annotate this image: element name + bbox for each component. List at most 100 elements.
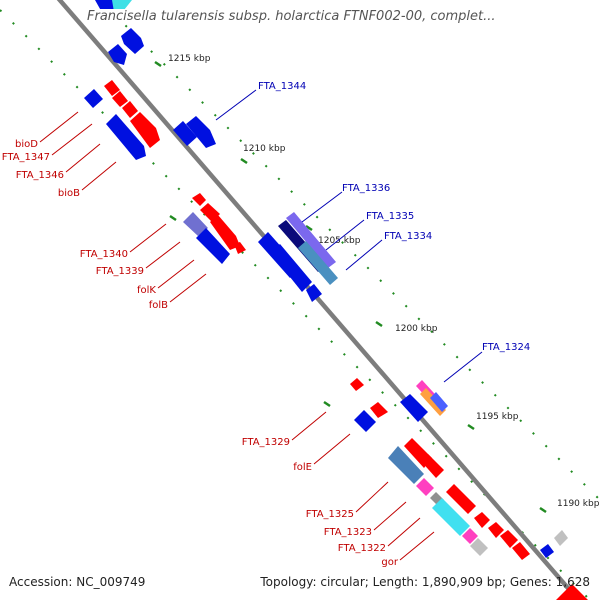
cds-blue [430,392,448,412]
leader-line [313,433,351,465]
leader-line [443,351,483,383]
tick-label: 1215 kbp [168,54,211,64]
major-tick [154,60,162,68]
gene-label: FTA_1334 [384,231,432,242]
cds-red [112,91,128,107]
gene-label: FTA_1339 [96,266,144,277]
cds-red [420,454,444,478]
cds-red [500,530,518,548]
cds-blue [196,228,230,264]
gene-label: FTA_1324 [482,342,530,353]
tick-label: 1205 kbp [318,236,361,246]
cds-blue [186,116,216,148]
gene-label: FTA_1346 [16,170,64,181]
leader-line [291,411,327,441]
cds-red [446,484,476,514]
cds-blue [540,544,554,558]
left-gene-labels: bioD FTA_1347 FTA_1346 bioB FTA_1340 FTA… [2,139,399,568]
gene-label: FTA_1335 [366,211,414,222]
major-tick [305,224,313,232]
gene-label: bioD [15,139,38,150]
leader-line [129,223,167,253]
cds-red [474,512,490,528]
genome-backbone [56,0,582,600]
leader-line [215,89,257,121]
leader-line [373,501,407,531]
major-tick [169,214,177,222]
cds-red [234,242,246,254]
major-tick [240,157,248,165]
cds-blue [354,410,376,432]
tick-label: 1190 kbp [557,499,600,509]
cds-pink [462,528,478,544]
gene-label: folB [149,300,168,311]
right-gene-labels: FTA_1344 FTA_1336 FTA_1335 FTA_1334 FTA_… [258,81,530,353]
cds-blue [306,284,322,302]
tick-label: 1200 kbp [395,324,438,334]
cds-red [200,203,220,222]
cds-purple [183,212,208,236]
cds-red [512,542,530,560]
cds-blue [121,28,144,54]
gene-label: gor [381,557,398,568]
gene-label: FTA_1340 [80,249,128,260]
cds-red [130,112,160,148]
cds-blue [108,44,127,65]
cds-steel [388,446,424,484]
accession-text: Accession: NC_009749 [9,575,146,589]
cds-cyan [432,498,470,536]
leader-line [39,111,79,143]
leader-line [65,143,101,173]
cds-blue [106,114,146,160]
cds-red [104,80,120,96]
leader-line [169,273,207,303]
gene-label: FTA_1322 [338,543,386,554]
leader-line [345,239,383,271]
gene-label: folE [293,462,312,473]
gene-label: FTA_1344 [258,81,306,92]
cds-red [488,522,504,538]
left-leader-lines [39,111,435,561]
leader-line [355,481,389,513]
leader-line [325,219,365,251]
cds-red [122,101,138,118]
cds-blue [400,394,428,422]
gene-label: FTA_1347 [2,152,50,163]
cds-pink [416,478,434,496]
leader-line [51,123,93,156]
major-ticks [154,60,547,514]
leader-line [387,517,421,547]
major-tick [467,423,475,431]
major-tick [539,506,547,514]
tick-label: 1195 kbp [476,412,519,422]
feature-cluster-top [84,0,246,264]
major-tick [375,320,383,328]
cds-blue [270,244,312,292]
map-title: Francisella tularensis subsp. holarctica… [84,9,499,24]
cds-blue [173,121,197,146]
topology-text: Topology: circular; Length: 1,890,909 bp… [260,575,590,589]
tick-labels: 1215 kbp 1210 kbp 1205 kbp 1200 kbp 1195… [168,54,600,509]
gene-label: FTA_1323 [324,527,372,538]
leader-line [145,241,181,269]
right-leader-lines [215,89,483,383]
cds-red [556,584,588,600]
gene-label: FTA_1336 [342,183,390,194]
cds-red [370,402,388,418]
leader-line [81,161,117,191]
tick-label: 1210 kbp [243,144,286,154]
cds-purple [286,212,336,268]
gene-label: bioB [58,188,80,199]
leader-line [301,191,343,223]
gene-label: FTA_1329 [242,437,290,448]
cds-red [350,378,364,391]
feature-cluster-middle [258,212,338,302]
cds-grey [554,530,568,546]
feature-cluster-bottom [350,378,588,600]
cds-teal [298,241,338,285]
cds-blue [84,89,103,108]
gene-label: folK [137,285,156,296]
leader-line [399,531,435,561]
leader-line [157,259,195,289]
